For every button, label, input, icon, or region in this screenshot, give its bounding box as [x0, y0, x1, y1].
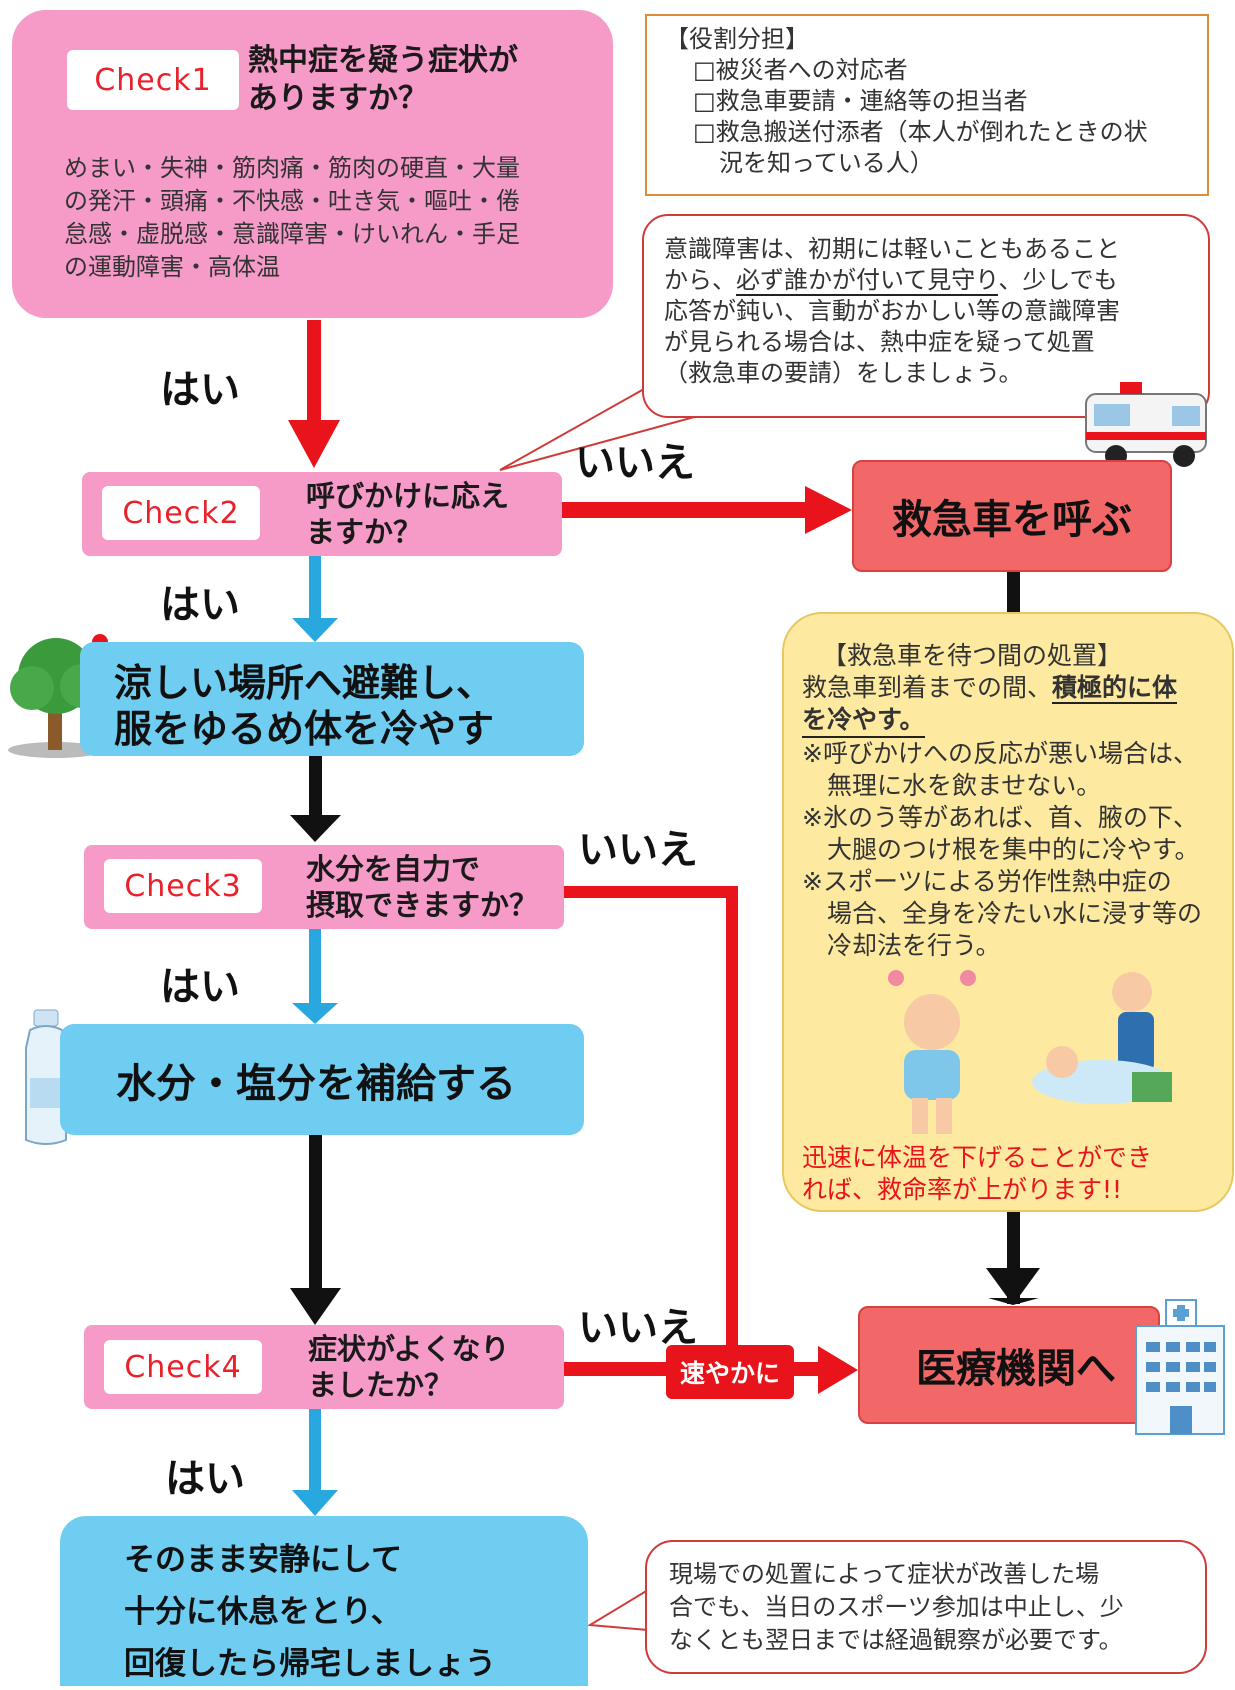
final-note-tail	[586, 1588, 649, 1632]
check2-badge: Check2	[102, 486, 260, 540]
arrow-waiting-to-hospital	[986, 1212, 1040, 1305]
arrow-check3-to-hydrate	[292, 928, 338, 1024]
check1-box: Check1 熱中症を疑う症状が ありますか？ めまい・失神・筋肉痛・筋肉の硬直…	[12, 10, 613, 318]
arrow-hydrate-to-check4	[290, 1135, 341, 1325]
hospital-label: 医療機関へ	[916, 1346, 1116, 1392]
call-ambulance-box: 救急車を呼ぶ	[852, 460, 1172, 572]
role-item: □救急車要請・連絡等の担当者	[693, 87, 1028, 115]
waiting-box: 【救急車を待つ間の処置】 救急車到着までの間、積極的に体 を冷やす。 ※呼びかけ…	[782, 612, 1234, 1212]
line-ambulance-to-waiting	[1007, 572, 1020, 612]
roles-title: 【役割分担】	[665, 25, 809, 53]
check4-badge: Check4	[104, 1340, 262, 1394]
yes-label: はい	[160, 367, 240, 413]
no-label: いいえ	[578, 827, 698, 873]
yes-label: はい	[165, 1456, 245, 1502]
water-bottle-icon	[16, 1008, 76, 1148]
check1-symptoms: めまい・失神・筋肉痛・筋肉の硬直・大量 の発汗・頭痛・不快感・吐き気・嘔吐・倦 …	[64, 154, 520, 281]
check4-box: Check4 症状がよくなり ましたか？	[84, 1325, 564, 1409]
check3-badge: Check3	[104, 859, 262, 913]
hospital-box: 医療機関へ	[858, 1306, 1160, 1424]
yes-label: はい	[160, 964, 240, 1010]
rest-box: そのまま安静にして 十分に休息をとり、 回復したら帰宅しましょう	[60, 1516, 588, 1686]
check4-question: 症状がよくなり ましたか？	[308, 1332, 510, 1402]
arrow-cool-to-check3	[290, 756, 341, 842]
hydrate-box: 水分・塩分を補給する	[60, 1024, 584, 1135]
arrow-check2-to-cool	[292, 555, 338, 642]
check3-box: Check3 水分を自力で 摂取できますか？	[84, 845, 564, 929]
role-item: 況を知っている人）	[719, 149, 934, 177]
arrow-check2-to-ambulance	[560, 486, 852, 534]
quickly-badge: 速やかに	[666, 1345, 794, 1399]
consciousness-note: 意識障害は、初期には軽いこともあること から、必ず誰かが付いて見守り、少しでも …	[642, 214, 1210, 418]
hospital-building-icon	[1132, 1298, 1228, 1436]
roles-box: 【役割分担】 □被災者への対応者 □救急車要請・連絡等の担当者 □救急搬送付添者…	[645, 14, 1209, 196]
check1-badge: Check1	[67, 50, 239, 110]
check3-question: 水分を自力で 摂取できますか？	[306, 852, 539, 922]
role-item: □被災者への対応者	[693, 56, 908, 84]
arrow-check1-to-check2	[288, 320, 340, 468]
ambulance-icon	[1080, 372, 1220, 472]
final-note: 現場での処置によって症状が改善した場 合でも、当日のスポーツ参加は中止し、少 な…	[645, 1540, 1207, 1674]
waiting-red-note: 迅速に体温を下げることができ	[802, 1143, 1153, 1172]
no-label: いいえ	[575, 440, 695, 486]
waiting-red-note: れば、救命率が上がります!!	[802, 1175, 1123, 1204]
no-label: いいえ	[578, 1305, 698, 1351]
cool-down-box: 涼しい場所へ避難し、 服をゆるめ体を冷やす	[80, 642, 584, 756]
arrow-check3-no	[562, 886, 738, 1356]
arrow-check4-to-rest	[292, 1408, 338, 1516]
check2-box: Check2 呼びかけに応え ますか？	[82, 472, 562, 556]
check2-question: 呼びかけに応え ますか？	[306, 479, 510, 549]
yes-label: はい	[160, 582, 240, 628]
cooling-illustration	[802, 962, 1232, 1142]
role-item: □救急搬送付添者（本人が倒れたときの状	[693, 118, 1148, 146]
check1-question: 熱中症を疑う症状が ありますか？	[248, 43, 518, 116]
